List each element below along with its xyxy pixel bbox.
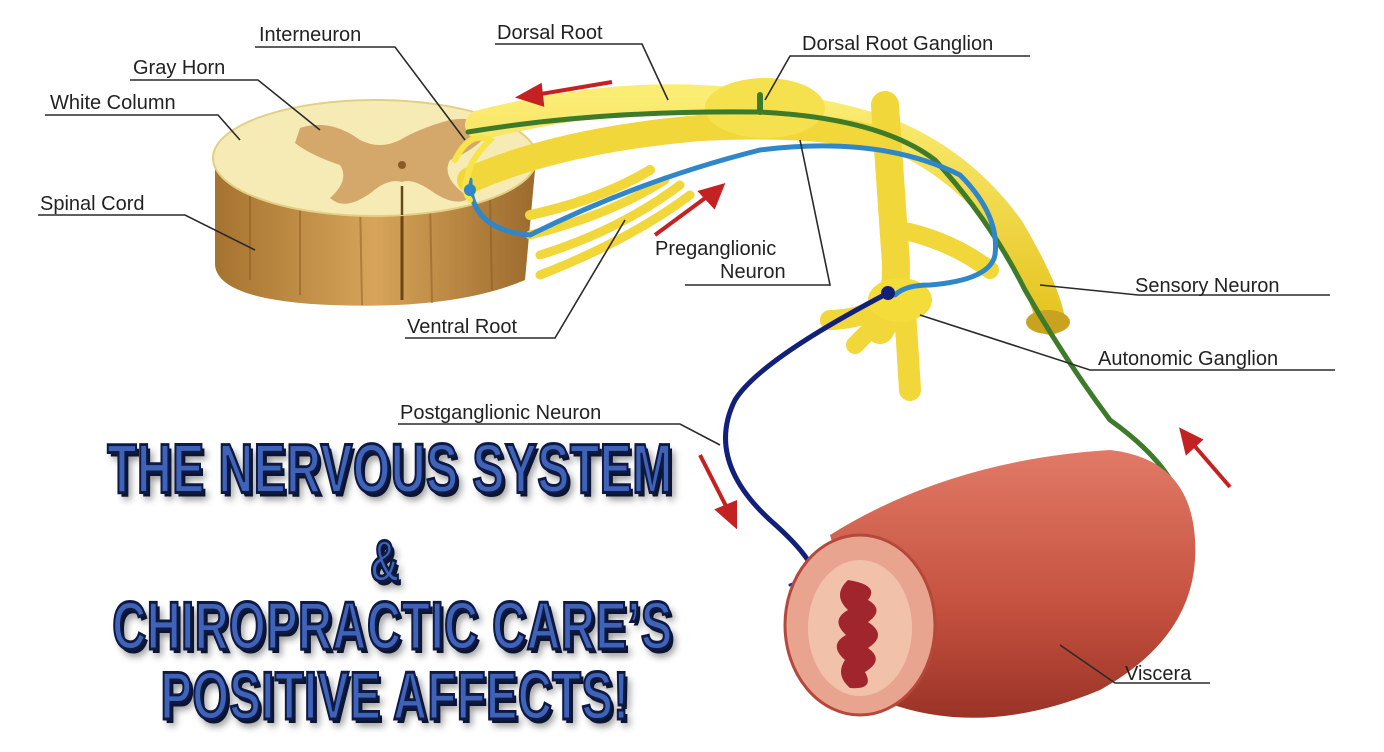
label-dorsal-root-ganglion: Dorsal Root Ganglion [802, 33, 993, 55]
postganglionic-neuron-path [723, 290, 891, 578]
dorsal-root-ganglion [705, 78, 825, 138]
label-viscera: Viscera [1125, 663, 1192, 685]
spinal-nerve [457, 78, 1070, 401]
label-autonomic-ganglion: Autonomic Ganglion [1098, 348, 1278, 370]
leader-lines [38, 43, 1335, 684]
label-dorsal-root: Dorsal Root [497, 22, 603, 44]
label-interneuron: Interneuron [259, 24, 361, 46]
direction-arrows [514, 80, 1232, 530]
label-preganglionic-line2: Neuron [720, 261, 786, 283]
label-gray-horn: Gray Horn [133, 57, 225, 79]
label-ventral-root: Ventral Root [407, 316, 518, 338]
viscera [783, 450, 1196, 718]
headline-line-1: THE NERVOUS SYSTEM [106, 430, 673, 510]
diagram-labels: Interneuron Dorsal Root Dorsal Root Gang… [40, 22, 1280, 685]
label-spinal-cord: Spinal Cord [40, 193, 145, 215]
label-preganglionic-line1: Preganglionic [655, 238, 776, 260]
headline-line-4: POSITIVE AFFECTS! [160, 655, 630, 735]
label-sensory-neuron: Sensory Neuron [1135, 275, 1280, 297]
label-postganglionic-neuron: Postganglionic Neuron [400, 402, 601, 424]
label-white-column: White Column [50, 92, 176, 114]
headline-ampersand: & [369, 529, 400, 596]
headline-line-3: CHIROPRACTIC CARE’S [111, 585, 673, 665]
sensory-neuron-path [465, 109, 1188, 523]
gray-horn [295, 118, 490, 204]
preganglionic-neuron-path [467, 143, 999, 298]
